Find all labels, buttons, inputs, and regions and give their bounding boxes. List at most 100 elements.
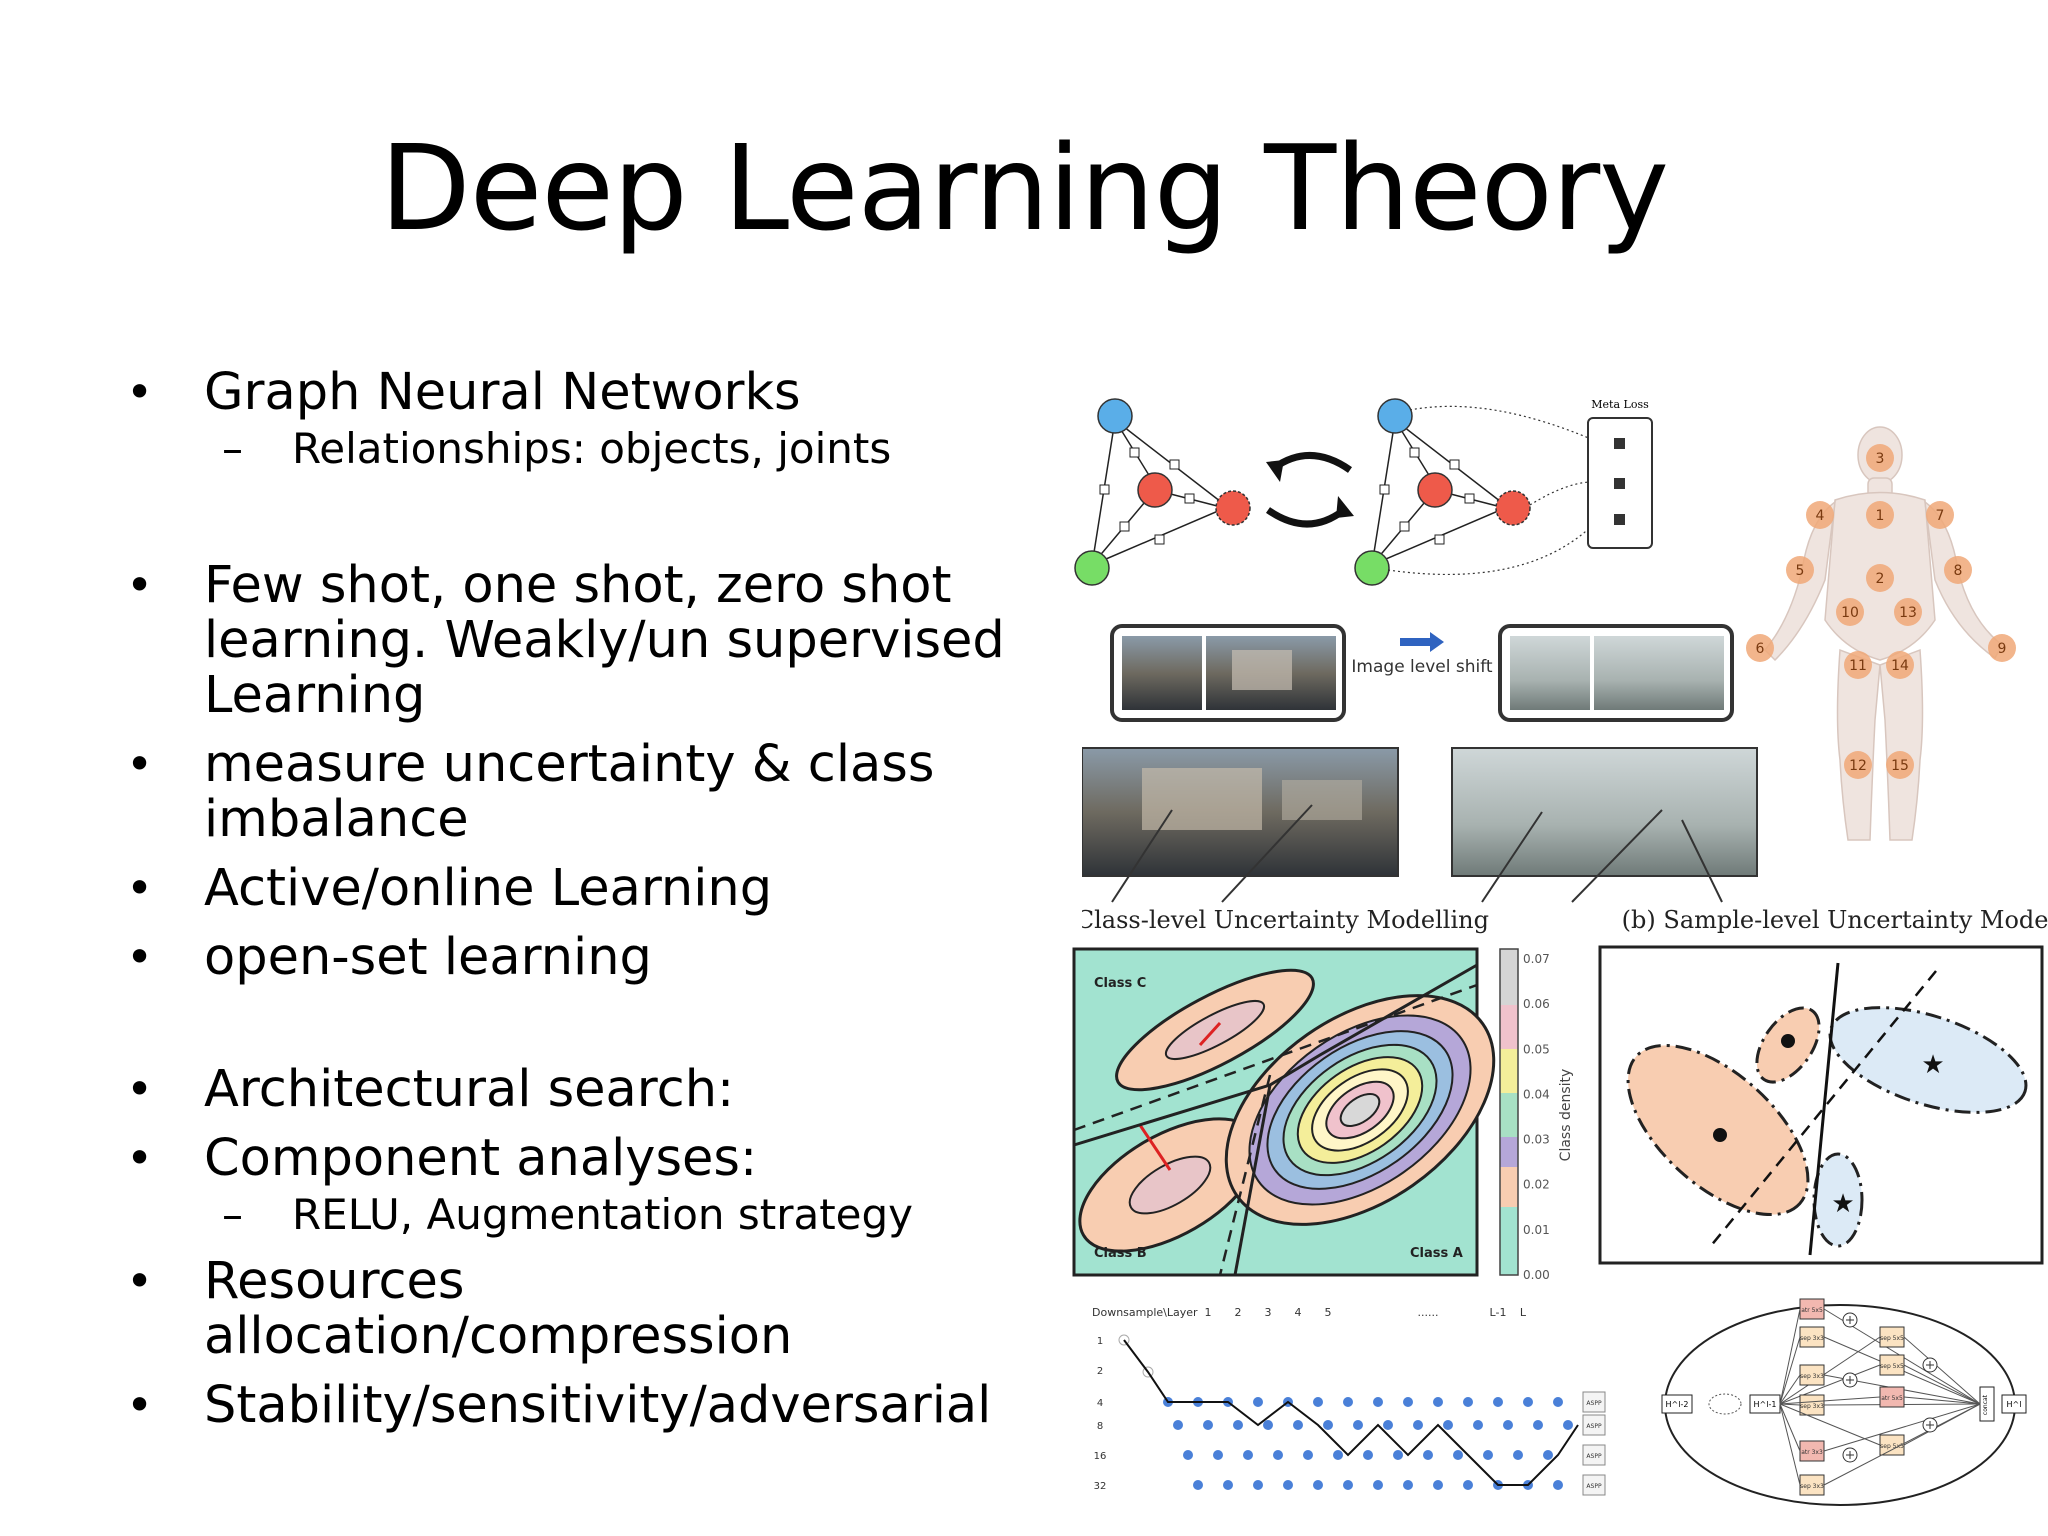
colorbar-label: Class density [1558, 1069, 1574, 1162]
grid-dot [1533, 1420, 1543, 1430]
joint-marker [1786, 556, 1814, 584]
joint-marker [1746, 634, 1774, 662]
grid-dot [1203, 1420, 1213, 1430]
bullet-item: • Component analyses: [118, 1131, 1038, 1186]
joint-label: 11 [1849, 658, 1867, 674]
colorbar-tick: 0.05 [1523, 1042, 1550, 1056]
bullet-item: • Architectural search: [118, 1062, 1038, 1117]
bullet-dot: • [126, 1254, 154, 1308]
class-b-label: Class B [1094, 1246, 1147, 1261]
grid-dot [1523, 1397, 1533, 1407]
meta-loss-label: Meta Loss [1591, 398, 1649, 411]
grid-dot [1363, 1450, 1373, 1460]
downsample-tick: 4 [1097, 1398, 1103, 1409]
graph-node [1097, 398, 1133, 434]
layer-tick: 3 [1265, 1306, 1272, 1319]
grid-header-label: Downsample\Layer [1092, 1306, 1198, 1319]
sub-bullet-dash: – [222, 1190, 243, 1239]
star-icon: ★ [1831, 1189, 1854, 1219]
grid-dot [1283, 1480, 1293, 1490]
cell-op-label: sep 3x3 [1800, 1403, 1824, 1410]
colorbar [1499, 948, 1519, 1276]
blue-ellipse [1828, 1006, 2028, 1114]
domain-shift-figure: Image level shift (a) Class-level Uncert… [1082, 620, 2048, 935]
bullet-text: Architectural search: [204, 1060, 735, 1119]
layer-tick: 4 [1295, 1306, 1302, 1319]
joint-marker [1844, 751, 1872, 779]
layer-tick: L-1 [1490, 1306, 1507, 1319]
graph-node [1354, 550, 1390, 586]
bullet-dot: • [126, 1062, 154, 1116]
aspp-box [1582, 1414, 1606, 1436]
bullet-item: • Few shot, one shot, zero shot learning… [118, 558, 1038, 723]
grid-dot [1383, 1420, 1393, 1430]
grid-dot [1343, 1397, 1353, 1407]
layer-tick: L [1520, 1306, 1527, 1319]
bullet-line: Few shot, one shot, zero shot [204, 556, 952, 615]
cell-op-label: sep 3x3 [1800, 1373, 1824, 1380]
grid-dot [1463, 1397, 1473, 1407]
star-icon: ★ [1921, 1050, 1944, 1080]
grid-dot [1253, 1397, 1263, 1407]
joint-label: 14 [1891, 658, 1909, 674]
joint-label: 1 [1876, 508, 1885, 524]
slide-title: Deep Learning Theory [379, 119, 1669, 257]
grid-dot [1213, 1450, 1223, 1460]
layer-tick: 2 [1235, 1306, 1242, 1319]
class-a-contours [1224, 994, 1496, 1226]
aspp-box [1582, 1444, 1606, 1466]
grid-dot [1443, 1420, 1453, 1430]
grid-dot [1553, 1397, 1563, 1407]
shift-label: Image level shift [1351, 657, 1493, 677]
grid-dot [1313, 1397, 1323, 1407]
left-graph [1074, 398, 1251, 586]
grid-dot [1403, 1397, 1413, 1407]
layer-tick: 1 [1205, 1306, 1212, 1319]
graph-network-svg: Meta Loss [1074, 398, 1653, 586]
cell-op-label: sep 5x5 [1880, 1443, 1904, 1450]
bullet-item: • Stability/sensitivity/adversarial [118, 1378, 1038, 1433]
joint-marker [1844, 651, 1872, 679]
cell-op-label: sep 3x3 [1800, 1335, 1824, 1342]
bullet-dot: • [126, 930, 154, 984]
grid-dot [1563, 1420, 1573, 1430]
layer-tick: 5 [1325, 1306, 1332, 1319]
bullet-dot: • [126, 737, 154, 791]
class-a-label: Class A [1410, 1246, 1463, 1261]
graph-node [1215, 490, 1251, 526]
joint-label: 4 [1816, 508, 1825, 524]
cell-input-b: H^l-1 [1754, 1400, 1777, 1409]
sub-bullet-text: Relationships: objects, joints [292, 424, 892, 473]
grid-dot [1343, 1480, 1353, 1490]
bullet-text: Active/online Learning [204, 859, 773, 918]
downsample-tick: 32 [1094, 1481, 1107, 1492]
grid-dot [1393, 1450, 1403, 1460]
colorbar-tick: 0.04 [1523, 1087, 1550, 1101]
caption-b: (b) Sample-level Uncertainty Modelling [1622, 906, 2048, 934]
grid-dot [1463, 1480, 1473, 1490]
cell-concat: concat [1982, 1394, 1989, 1415]
caption-a: (a) Class-level Uncertainty Modelling [1082, 906, 1489, 934]
graph-node [1137, 472, 1173, 508]
joint-marker [1886, 751, 1914, 779]
joint-label: 13 [1899, 605, 1917, 621]
bullet-item: • Graph Neural Networks [118, 365, 1038, 420]
bullet-item: • measure uncertainty & class imbalance [118, 737, 1038, 847]
cell-op-label: atr 5x5 [1801, 1307, 1823, 1314]
cell-op-label: sep 5x5 [1880, 1363, 1904, 1370]
cycle-arrow-icon [1265, 507, 1347, 528]
graph-node [1495, 490, 1531, 526]
bullet-text: Resources allocation/compression [204, 1252, 793, 1366]
grid-dot [1223, 1480, 1233, 1490]
grid-dot [1243, 1450, 1253, 1460]
sample-point [1781, 1034, 1795, 1048]
bullet-line: imbalance [204, 790, 469, 849]
grid-dot [1473, 1420, 1483, 1430]
joint-marker [1894, 598, 1922, 626]
cell-input-a: H^l-2 [1666, 1400, 1689, 1409]
downsample-tick: 2 [1097, 1366, 1103, 1377]
